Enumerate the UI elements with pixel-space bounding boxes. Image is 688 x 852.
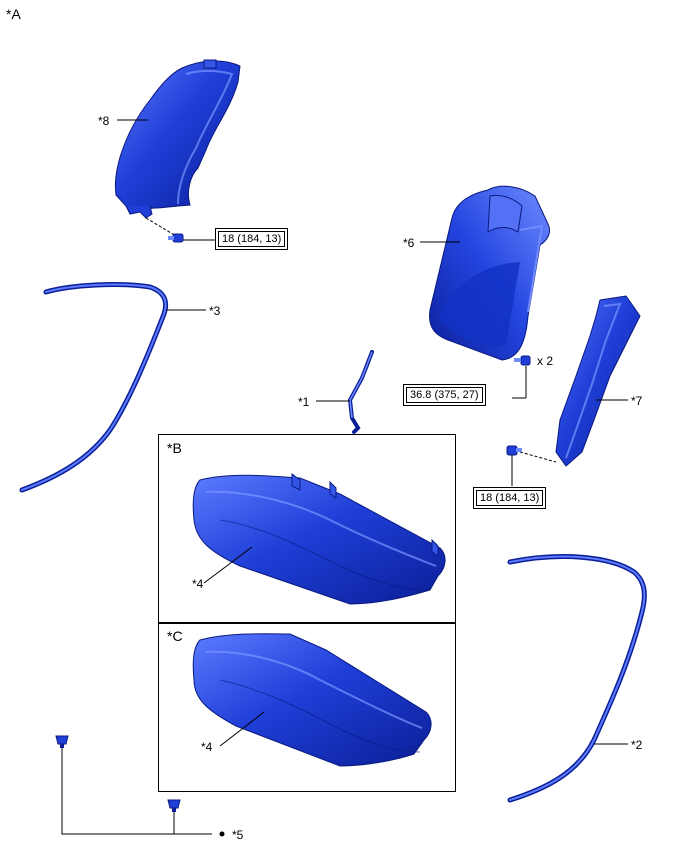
- part-3-wire: [19, 282, 169, 493]
- label-part-4-c: *4: [201, 740, 213, 754]
- label-part-8: *8: [98, 114, 110, 128]
- part-4-seat-cushion-c: [192, 633, 432, 767]
- torque-value-3: 18 (184, 13): [476, 490, 544, 506]
- leader-4a: [203, 546, 253, 584]
- label-part-7: *7: [631, 394, 643, 408]
- panel-b-frame: [158, 434, 456, 624]
- leader-4b: [219, 711, 265, 747]
- part-7-side-bolster: [555, 295, 641, 467]
- part-6-seatback: [429, 185, 551, 361]
- bolt-icon: [514, 355, 531, 366]
- leader-5-dot: [219, 831, 225, 837]
- label-part-3: *3: [209, 304, 221, 318]
- leader-5: [61, 748, 212, 835]
- label-part-4-b: *4: [192, 577, 204, 591]
- part-1-bracket: [347, 350, 374, 434]
- torque-spec-3: 18 (184, 13): [473, 487, 547, 509]
- part-2-wire: [507, 554, 647, 803]
- label-part-6: *6: [403, 236, 415, 250]
- torque-spec-1: 18 (184, 13): [215, 228, 289, 250]
- view-label: *A: [6, 6, 21, 22]
- label-part-5: *5: [232, 828, 244, 842]
- quantity-label: x 2: [537, 354, 554, 368]
- bolt-icon: [506, 445, 522, 456]
- part-4-seat-cushion-b: [192, 473, 446, 605]
- part-7-bolt-dashed-line: [519, 451, 557, 463]
- panel-c-frame: [158, 622, 456, 792]
- clip-icon: [55, 735, 69, 748]
- torque-spec-2: 36.8 (375, 27): [403, 384, 486, 406]
- clip-icon: [167, 799, 181, 812]
- part-8-bolt-dashed-line: [145, 217, 177, 237]
- panel-b-label: *B: [167, 440, 182, 456]
- panel-c-label: *C: [167, 628, 183, 644]
- torque-value-2: 36.8 (375, 27): [406, 387, 483, 403]
- part-8-side-bolster: [114, 59, 241, 219]
- label-part-1: *1: [298, 395, 310, 409]
- label-part-2: *2: [631, 738, 643, 752]
- bolt-icon: [168, 233, 184, 243]
- torque-value-1: 18 (184, 13): [218, 231, 286, 247]
